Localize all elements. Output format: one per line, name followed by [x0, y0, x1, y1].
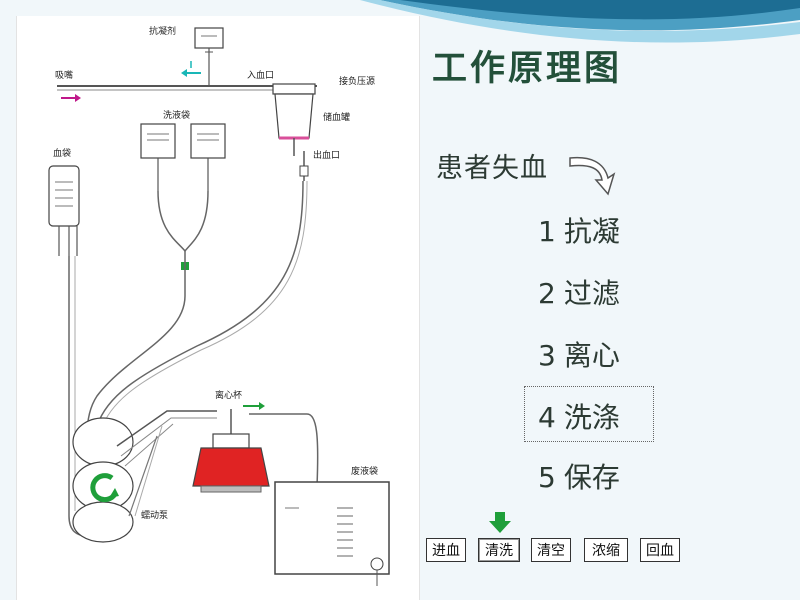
label-suction: 吸嘴: [55, 71, 74, 81]
step-label: 洗涤: [563, 401, 620, 434]
centrifuge-bowl: [192, 447, 270, 487]
anticoagulant-flow-arrow: [181, 61, 201, 77]
outlet-tube-inner: [100, 180, 308, 431]
mode-button-empty[interactable]: 清空: [531, 538, 571, 562]
bowl-to-waste-tube: [249, 413, 319, 487]
mode-button-wash[interactable]: 清洗: [478, 538, 520, 562]
label-outlet: 出血口: [313, 151, 341, 161]
reservoir-body: [274, 93, 314, 139]
label-pump: 蠕动泵: [141, 511, 169, 521]
label-inlet: 入血口: [247, 71, 275, 81]
step-label: 离心: [563, 339, 620, 372]
mode-button-concentrate[interactable]: 浓缩: [584, 538, 628, 562]
step-number: 2: [538, 277, 556, 310]
reservoir-lid: [272, 83, 316, 95]
label-blood-bag: 血袋: [53, 149, 72, 159]
diagram-panel: 抗凝剂 吸嘴 入血口 接负压源 储血罐 洗液袋 血袋 出血口 离心杯 废液袋 蠕…: [16, 16, 420, 600]
step-number: 3: [538, 339, 556, 372]
label-reservoir: 储血罐: [323, 113, 351, 123]
wash-bag-2: [190, 123, 226, 159]
step-label: 过滤: [563, 277, 620, 310]
step-number: 5: [538, 461, 556, 494]
blood-bag: [48, 165, 80, 227]
curved-down-arrow-icon: [569, 156, 616, 196]
wash-bag-1: [140, 123, 176, 159]
label-anticoagulant: 抗凝剂: [149, 27, 177, 37]
label-centrifuge-bowl: 离心杯: [215, 391, 243, 401]
bowl-cap: [212, 433, 250, 449]
step-label: 抗凝: [563, 215, 620, 248]
suction-flow-arrow: [61, 94, 81, 102]
pump-rotation-icon: [90, 473, 119, 503]
outlet-tube: [96, 180, 304, 427]
slide-title: 工作原理图: [432, 49, 623, 89]
label-wash-bags: 洗液袋: [163, 111, 191, 121]
bowl-flow-arrow: [243, 402, 265, 410]
waste-bag: [274, 481, 390, 575]
mode-button-return-blood[interactable]: 回血: [640, 538, 680, 562]
label-waste-bag: 废液袋: [351, 467, 379, 477]
wash-tube: [86, 251, 186, 437]
pump-roller-bottom: [72, 501, 134, 543]
highlighted-step-box: [524, 386, 654, 442]
step-label: 保存: [563, 461, 620, 494]
mode-button-blood-in[interactable]: 进血: [426, 538, 466, 562]
anticoagulant-bag: [194, 27, 224, 49]
label-vacuum: 接负压源: [339, 77, 376, 87]
cell-saver-diagram: [48, 27, 390, 586]
header-swoosh: [360, 0, 800, 43]
patient-blood-loss-label: 患者失血: [436, 153, 548, 184]
step-number: 4: [538, 401, 556, 434]
pump-to-bowl-tube: [116, 410, 217, 447]
step-number: 1: [538, 215, 556, 248]
down-arrow-icon: [489, 512, 511, 533]
